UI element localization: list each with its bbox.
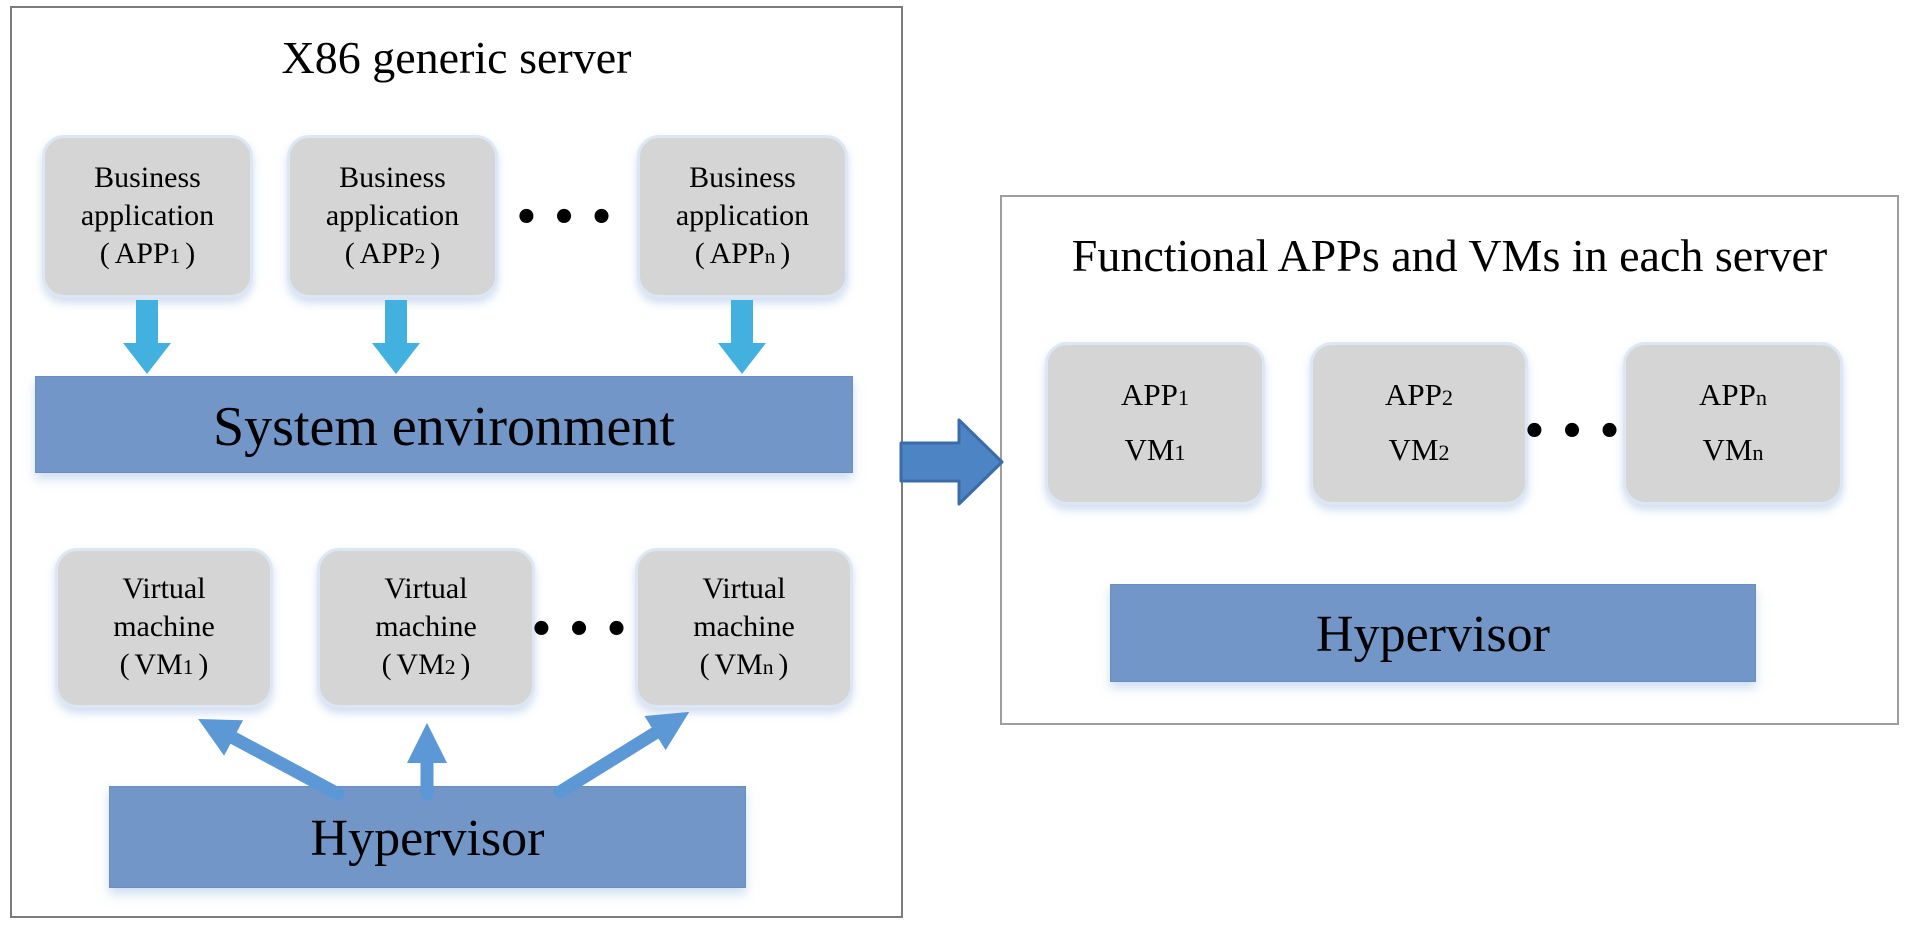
business-app-box-2: Business application (APP2): [287, 135, 498, 298]
box-text-line: Virtual: [384, 572, 468, 605]
business-app-box-n: Business application (APPn): [637, 135, 848, 298]
box-text-line: (VM2): [381, 648, 471, 681]
right-panel-title: Functional APPs and VMs in each server: [1071, 230, 1828, 281]
box-text-line: application: [675, 198, 810, 232]
box-text-line: machine: [113, 610, 215, 643]
box-text-line: machine: [693, 610, 795, 643]
app-row-ellipsis: •••: [513, 195, 627, 241]
box-text-line: VMn: [1702, 431, 1764, 467]
box-text-line: APPn: [1698, 376, 1768, 412]
left-hypervisor-bar: Hypervisor: [109, 786, 746, 888]
box-text-line: application: [325, 198, 460, 232]
box-text-line: VM2: [1388, 431, 1450, 467]
right-hypervisor-bar: Hypervisor: [1110, 584, 1756, 682]
box-text-line: Business: [689, 160, 796, 194]
box-text-line: Virtual: [702, 572, 786, 605]
box-text-line: (VMn): [699, 648, 789, 681]
system-environment-bar: System environment: [35, 376, 853, 473]
box-text-line: Business: [94, 160, 201, 194]
virtual-machine-box-2: Virtual machine (VM2): [317, 548, 535, 708]
left-panel-title: X86 generic server: [281, 32, 632, 83]
system-environment-label: System environment: [213, 395, 675, 458]
box-text-line: APP1: [1120, 376, 1190, 412]
right-row-ellipsis: •••: [1521, 409, 1635, 455]
box-text-line: Virtual: [122, 572, 206, 605]
virtual-machine-box-1: Virtual machine (VM1): [55, 548, 273, 708]
left-hypervisor-label: Hypervisor: [310, 810, 545, 867]
box-text-line: (VM1): [119, 648, 209, 681]
box-text-line: VM1: [1124, 431, 1186, 467]
app-vm-box-1: APP1 VM1: [1045, 342, 1265, 505]
panel-link-arrow: [899, 418, 1004, 506]
app-vm-box-n: APPn VMn: [1623, 342, 1843, 505]
box-text-line: Business: [339, 160, 446, 194]
app-vm-box-2: APP2 VM2: [1310, 342, 1528, 505]
box-text-line: (APP2): [344, 236, 441, 270]
box-text-line: APP2: [1384, 376, 1454, 412]
box-text-line: machine: [375, 610, 477, 643]
virtual-machine-box-n: Virtual machine (VMn): [635, 548, 853, 708]
box-text-line: (APPn): [694, 236, 791, 270]
box-text-line: (APP1): [99, 236, 196, 270]
box-text-line: application: [80, 198, 215, 232]
business-app-box-1: Business application (APP1): [42, 135, 253, 298]
right-hypervisor-label: Hypervisor: [1316, 606, 1550, 663]
vm-row-ellipsis: •••: [528, 607, 642, 653]
